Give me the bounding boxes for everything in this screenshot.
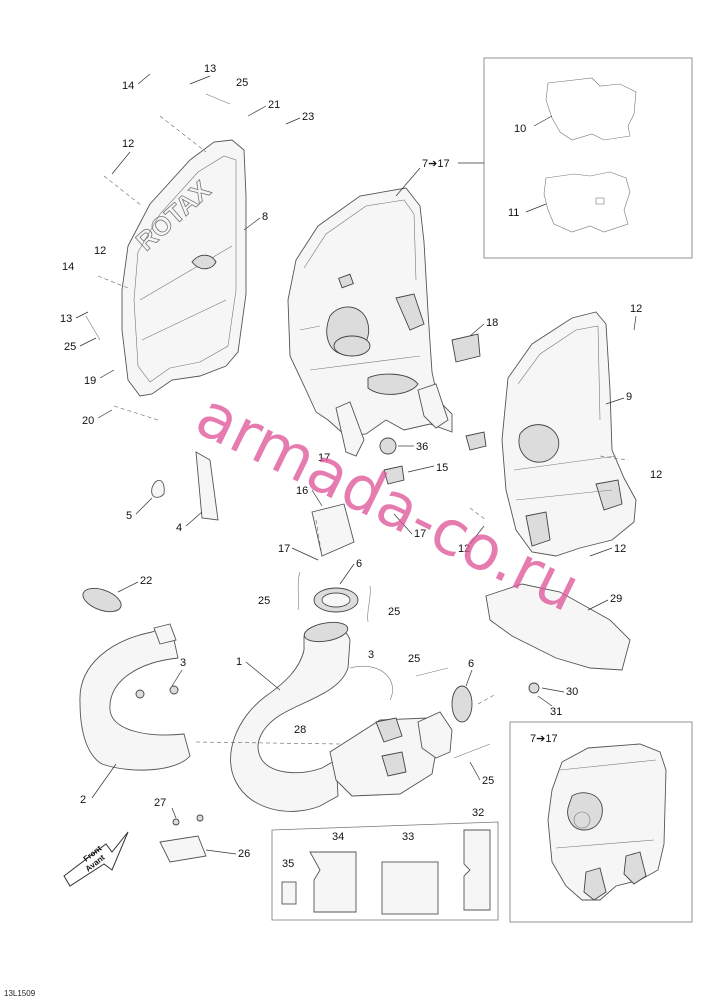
lower-cover-9: [501, 311, 637, 557]
spring-25d: [453, 743, 491, 759]
callout-12: 12: [122, 138, 134, 150]
callout-12: 12: [630, 303, 642, 315]
bolt-36: [379, 437, 397, 455]
front-arrow: Front Avant: [63, 831, 129, 887]
callout-12: 12: [94, 245, 106, 257]
callout-26: 26: [238, 848, 250, 860]
callout-32: 32: [472, 807, 484, 819]
plate-26: [159, 835, 207, 863]
decal-33: [381, 861, 439, 915]
callout-18: 18: [486, 317, 498, 329]
grommet-18: [451, 333, 481, 363]
dashed-leaders: [97, 115, 629, 745]
callout-2: 2: [80, 794, 86, 806]
callout-10: 10: [514, 123, 526, 135]
callout-12: 12: [458, 543, 470, 555]
deflector-29: [485, 583, 631, 671]
spring-25e: [85, 315, 101, 341]
upper-cover-8: ROTAX: [121, 139, 247, 397]
callouts: 13 14 25 21 23 12 8 12 14 13 25 19 20 7➔…: [60, 63, 662, 870]
callout-20: 20: [82, 415, 94, 427]
callout-12: 12: [650, 469, 662, 481]
callout-3: 3: [180, 657, 186, 669]
spring-25b: [367, 585, 371, 623]
decal-32: [463, 829, 491, 911]
callout-28: 28: [294, 724, 306, 736]
callout-23: 23: [302, 111, 314, 123]
callout-11: 11: [508, 207, 519, 219]
callout-13: 13: [204, 63, 216, 75]
callout-19: 19: [84, 375, 96, 387]
muffler-body: [287, 187, 453, 457]
callout-8: 8: [262, 211, 268, 223]
callout-4: 4: [176, 522, 182, 534]
callout-13: 13: [60, 313, 72, 325]
callout-25: 25: [258, 595, 270, 607]
callout-25: 25: [408, 653, 420, 665]
callout-25: 25: [388, 606, 400, 618]
bracket-16: [311, 503, 355, 557]
callout-17: 17: [278, 543, 290, 555]
decal-34: [309, 851, 357, 913]
callout-16: 16: [296, 485, 308, 497]
spring-25c: [415, 667, 449, 677]
callout-6: 6: [468, 658, 474, 670]
gasket-6b: [451, 685, 473, 723]
callout-31: 31: [550, 706, 562, 718]
exhaust-pipe-1: [230, 621, 453, 812]
spring-25f: [205, 93, 231, 105]
callout-22: 22: [140, 575, 152, 587]
gasket-inset-box: [483, 57, 693, 259]
small-parts: [82, 93, 631, 863]
gasket-11: [543, 171, 631, 233]
callout-17: 17: [414, 528, 426, 540]
gasket-10: [545, 77, 637, 141]
callout-29: 29: [610, 593, 622, 605]
spring-25a: [297, 571, 301, 611]
callout-30: 30: [566, 686, 578, 698]
callout-12: 12: [614, 543, 626, 555]
decal-box: [271, 821, 499, 921]
callout-25: 25: [482, 775, 494, 787]
callout-9: 9: [626, 391, 632, 403]
callout-7-17: 7➔17: [530, 733, 558, 745]
callout-21: 21: [268, 99, 280, 111]
heat-shield-2: [79, 623, 191, 771]
clip-5: [151, 479, 165, 498]
callout-17: 17: [318, 452, 330, 464]
callout-33: 33: [402, 831, 414, 843]
callout-34: 34: [332, 831, 344, 843]
callout-35: 35: [282, 858, 294, 870]
bracket-4: [195, 451, 219, 521]
callout-5: 5: [126, 510, 132, 522]
clamp-22: [82, 587, 122, 613]
callout-27: 27: [154, 797, 166, 809]
decal-35: [281, 881, 297, 905]
callout-14: 14: [122, 80, 134, 92]
drawing-code: 13L1509: [4, 989, 36, 998]
callout-14: 14: [62, 261, 74, 273]
callout-36: 36: [416, 441, 428, 453]
callout-25: 25: [64, 341, 76, 353]
callout-1: 1: [236, 656, 242, 668]
callout-15: 15: [436, 462, 448, 474]
callout-7-17: 7➔17: [422, 158, 450, 170]
callout-3: 3: [368, 649, 374, 661]
callout-25: 25: [236, 77, 248, 89]
callout-6: 6: [356, 558, 362, 570]
muffler-inset-box: [509, 721, 693, 923]
